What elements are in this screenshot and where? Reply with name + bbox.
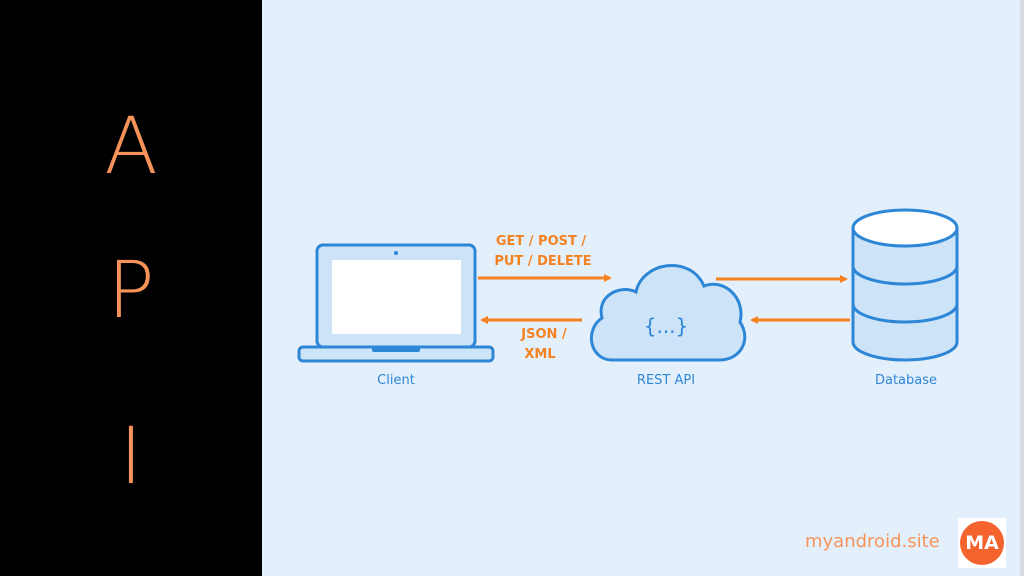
site-name: myandroid.site [805,531,940,552]
api-symbol: {...} [644,314,689,338]
request-label-2: PUT / DELETE [494,254,591,269]
response-label-1: JSON / [520,327,567,342]
client-label: Client [377,373,415,388]
database-label: Database [875,373,937,388]
right-edge [1020,0,1024,576]
request-label-1: GET / POST / [496,234,587,249]
logo: MA [958,518,1006,568]
logo-badge: MA [960,521,1004,565]
database-icon [851,208,959,362]
letter-p: P [107,246,155,336]
letter-a: A [104,102,158,192]
laptop-icon [297,243,495,363]
left-black-panel: A P I [0,0,262,576]
letter-i: I [119,412,143,502]
rest-api-label: REST API [637,373,695,388]
cloud-icon [590,263,747,362]
response-label-2: XML [524,347,555,362]
